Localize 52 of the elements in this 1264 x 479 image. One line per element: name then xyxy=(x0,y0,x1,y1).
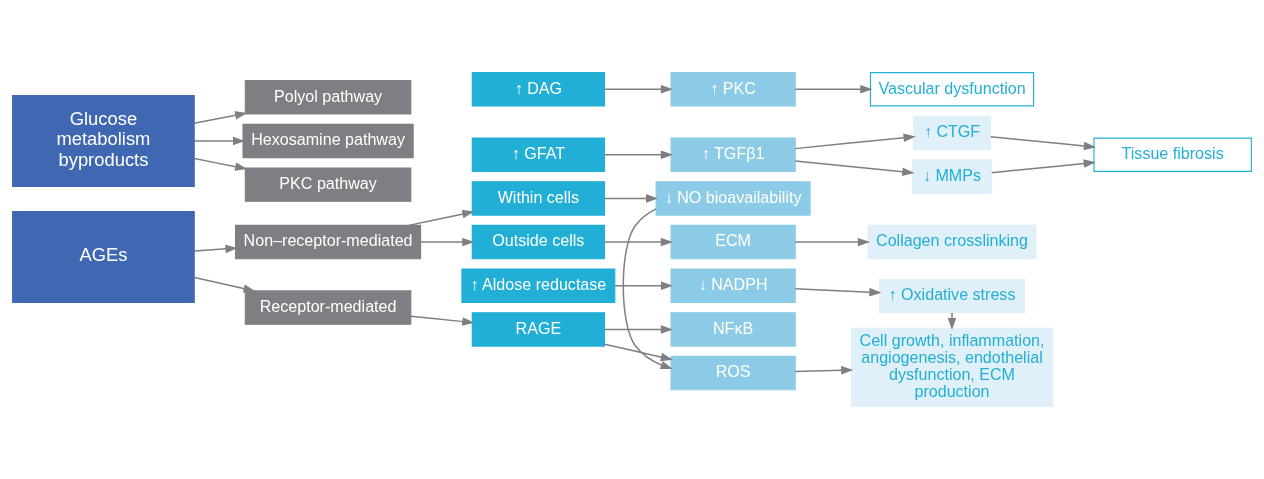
node-box: Vascular dysfunction xyxy=(869,72,1035,107)
node-box: PKC pathway xyxy=(244,167,412,202)
arrow xyxy=(603,343,673,362)
arrow xyxy=(947,312,957,331)
arrow xyxy=(990,159,1096,174)
node-box: Polyol pathway xyxy=(244,80,412,115)
node-box: ↓ NO bioavailability xyxy=(655,181,811,216)
node-box: ↑ GFAT xyxy=(471,137,605,172)
node-box: ↑ PKC xyxy=(670,72,796,107)
arrow xyxy=(193,276,256,293)
arrow xyxy=(794,133,916,150)
arrow xyxy=(193,244,238,254)
node-box: NFκB xyxy=(670,312,796,347)
node-box: Outside cells xyxy=(471,224,605,260)
arrow xyxy=(603,325,674,334)
node-box: Receptor-mediated xyxy=(244,290,412,325)
arrow xyxy=(614,281,674,291)
node-box: ↑ Oxidative stress xyxy=(879,278,1025,314)
arrow xyxy=(420,237,475,247)
arrow xyxy=(794,366,854,375)
node-box: ↑ Aldose reductase xyxy=(461,268,616,303)
node-box: Glucose metabolism byproducts xyxy=(12,95,195,187)
arrow xyxy=(193,157,248,171)
node-box: ROS xyxy=(670,355,796,391)
node-box: ↑ CTGF xyxy=(912,115,992,151)
node-box: Within cells xyxy=(471,181,605,216)
arrow xyxy=(410,315,475,326)
arrow xyxy=(193,136,246,146)
node-box: Tissue fibrosis xyxy=(1093,137,1252,172)
node-box: Cell growth, inflammation, angiogenesis, endothelial dysfunction, ECM production xyxy=(850,327,1054,407)
arrow xyxy=(603,85,674,94)
arrow xyxy=(794,287,882,297)
arrow xyxy=(794,85,873,94)
node-box: ↓ MMPs xyxy=(911,159,993,194)
arrow xyxy=(603,194,659,203)
arrow xyxy=(622,208,673,370)
node-box: ECM xyxy=(670,224,796,260)
arrow xyxy=(193,111,248,125)
node-box: Collagen crosslinking xyxy=(867,224,1037,260)
arrow xyxy=(989,135,1097,151)
arrow xyxy=(603,237,674,247)
node-box: ↑ TGFβ1 xyxy=(670,137,796,172)
node-box: Non–receptor-mediated xyxy=(235,224,422,260)
node-box: RAGE xyxy=(471,312,605,347)
node-box: ↓ NADPH xyxy=(670,268,796,303)
node-box: AGEs xyxy=(12,211,195,303)
arrow xyxy=(603,150,674,159)
arrow xyxy=(794,160,915,176)
arrow xyxy=(794,237,871,247)
node-box: Hexosamine pathway xyxy=(242,123,414,159)
node-box: ↑ DAG xyxy=(471,72,605,107)
arrow xyxy=(408,209,475,227)
